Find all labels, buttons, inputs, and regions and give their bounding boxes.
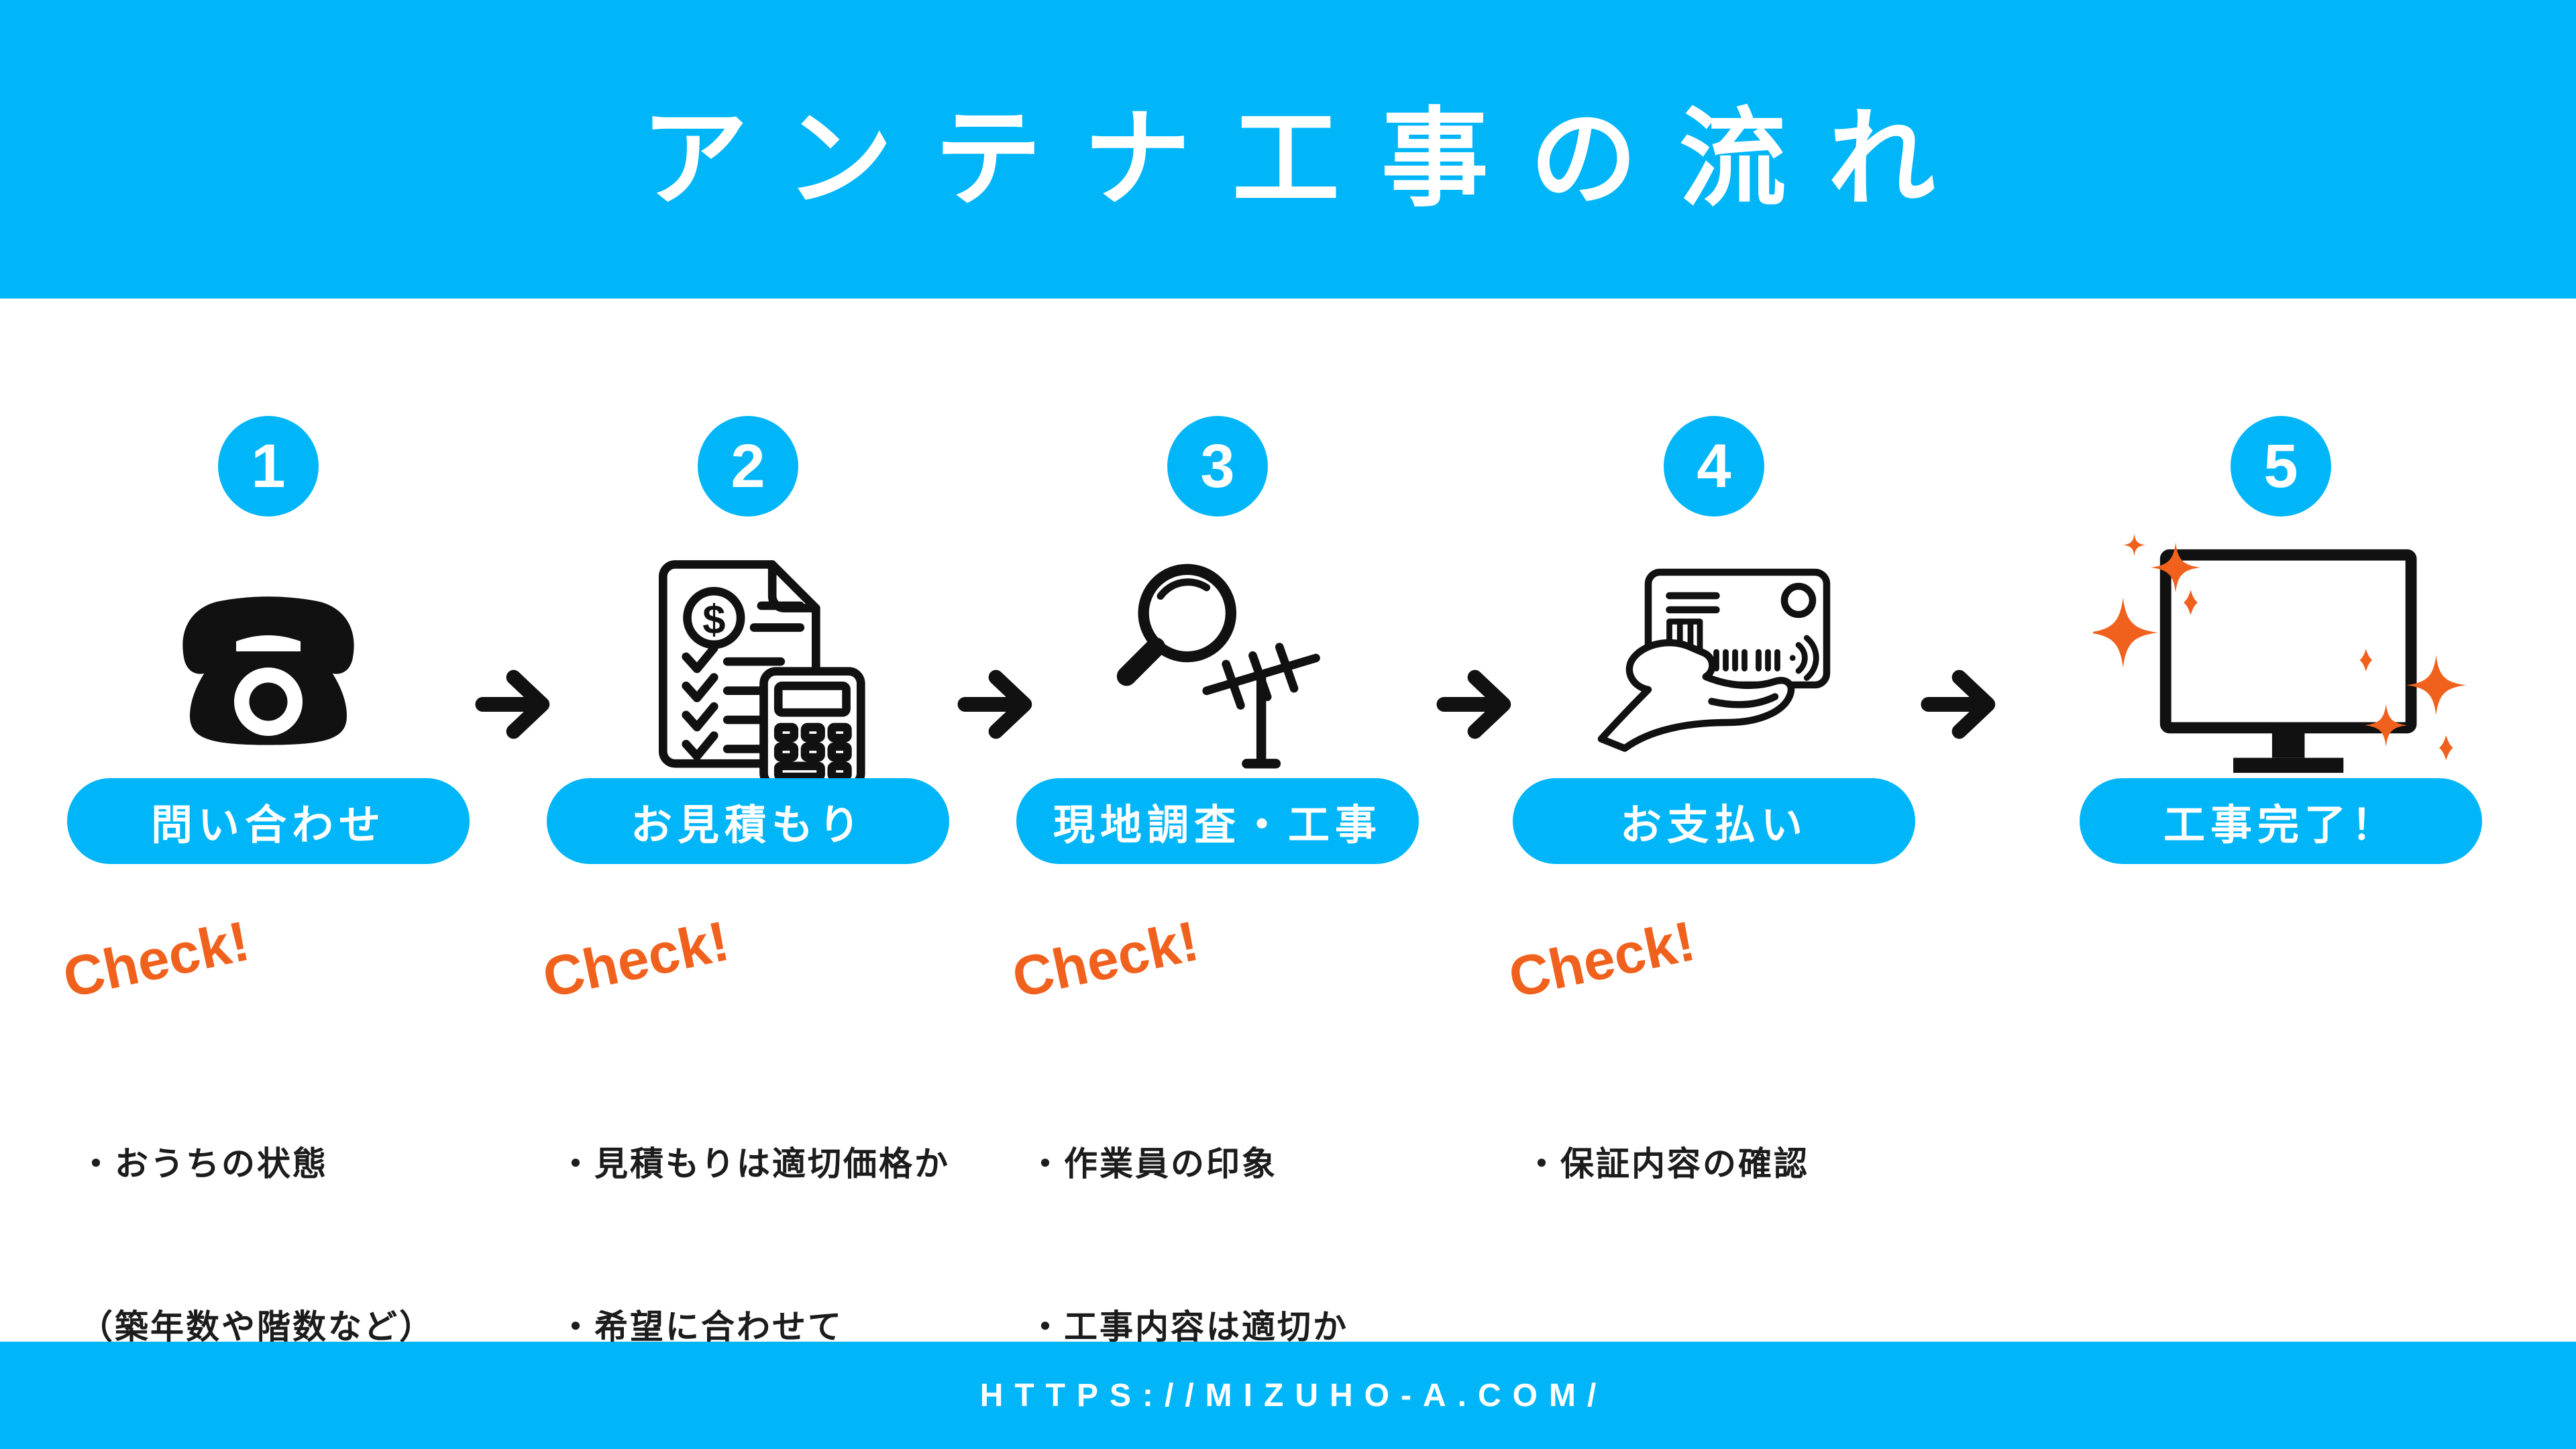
- check-item: ・工事内容は適切か: [1028, 1308, 1348, 1346]
- header-band: アンテナ工事の流れ: [0, 0, 2576, 299]
- arrow-right-icon: [953, 654, 1053, 755]
- check-item: ・おうちの状態: [79, 1145, 328, 1183]
- check-item: ・希望に合わせて: [559, 1308, 843, 1346]
- check-item: ・作業員の印象: [1028, 1145, 1277, 1183]
- step-number-badge: 3: [1167, 416, 1268, 517]
- step-label-pill: お支払い: [1513, 778, 1915, 864]
- check-block: Check! ・作業員の印象 ・工事内容は適切か: [1007, 909, 1426, 1449]
- arrow-right-icon: [1916, 654, 2017, 755]
- check-item: ・保証内容の確認: [1525, 1145, 1809, 1183]
- check-list: ・見積もりは適切価格か ・希望に合わせて 柔軟な対応が可能か: [540, 1028, 956, 1449]
- step-number-badge: 1: [218, 416, 319, 517]
- magnifier-antenna-icon: [1016, 547, 1419, 782]
- check-heading: Check!: [537, 908, 735, 1010]
- step-number-badge: 2: [698, 416, 798, 517]
- step-column-2: 2 $: [537, 299, 956, 1346]
- check-heading: Check!: [1007, 908, 1204, 1010]
- page-title: アンテナ工事の流れ: [641, 98, 1977, 219]
- estimate-document-calculator-icon: $: [547, 547, 949, 790]
- step-label-pill: 工事完了！: [2080, 778, 2482, 864]
- website-url: HTTPS://MIZUHO-A.COM/: [979, 1377, 1608, 1413]
- sparkle-shapes: [2093, 533, 2467, 761]
- tv-sparkles-icon: [2080, 533, 2482, 782]
- step-number-badge: 5: [2231, 416, 2331, 517]
- check-block: Check! ・保証内容の確認: [1503, 909, 1922, 1449]
- check-list: ・保証内容の確認: [1506, 1028, 1922, 1449]
- step-label-pill: 現地調査・工事: [1016, 778, 1419, 864]
- step-column-5: 5 工事完了！: [2073, 299, 2489, 1342]
- check-block: Check! ・おうちの状態 （築年数や階数など） ・希望するアンテナ ・日程 …: [58, 909, 476, 1449]
- check-heading: Check!: [1503, 908, 1701, 1010]
- step-number-badge: 4: [1664, 416, 1764, 517]
- arrow-right-icon: [1432, 654, 1532, 755]
- footer-band: HTTPS://MIZUHO-A.COM/: [0, 1342, 2576, 1449]
- arrow-right-icon: [470, 654, 571, 755]
- check-list: ・作業員の印象 ・工事内容は適切か: [1010, 1028, 1426, 1449]
- phone-icon: [67, 547, 470, 782]
- check-heading: Check!: [58, 908, 255, 1010]
- svg-text:$: $: [702, 597, 725, 643]
- step-label-pill: お見積もり: [547, 778, 949, 864]
- step-label-pill: 問い合わせ: [67, 778, 470, 864]
- hand-credit-card-icon: [1513, 547, 1915, 782]
- step-column-1: 1 問い合わせ Check! ・おうちの状態 （築年数や階数など） ・希望するア…: [58, 299, 476, 1346]
- check-item: （築年数や階数など）: [79, 1308, 435, 1346]
- step-column-3: 3 現地調査・工事 Check! ・作業員の印象 ・工事内容は適切か: [1007, 299, 1426, 1346]
- check-item: ・見積もりは適切価格か: [559, 1145, 950, 1183]
- step-column-4: 4 お支払い Check!: [1503, 299, 1922, 1342]
- check-block: Check! ・見積もりは適切価格か ・希望に合わせて 柔軟な対応が可能か: [537, 909, 956, 1449]
- check-list: ・おうちの状態 （築年数や階数など） ・希望するアンテナ ・日程 ・見積もりの詳…: [60, 1028, 476, 1449]
